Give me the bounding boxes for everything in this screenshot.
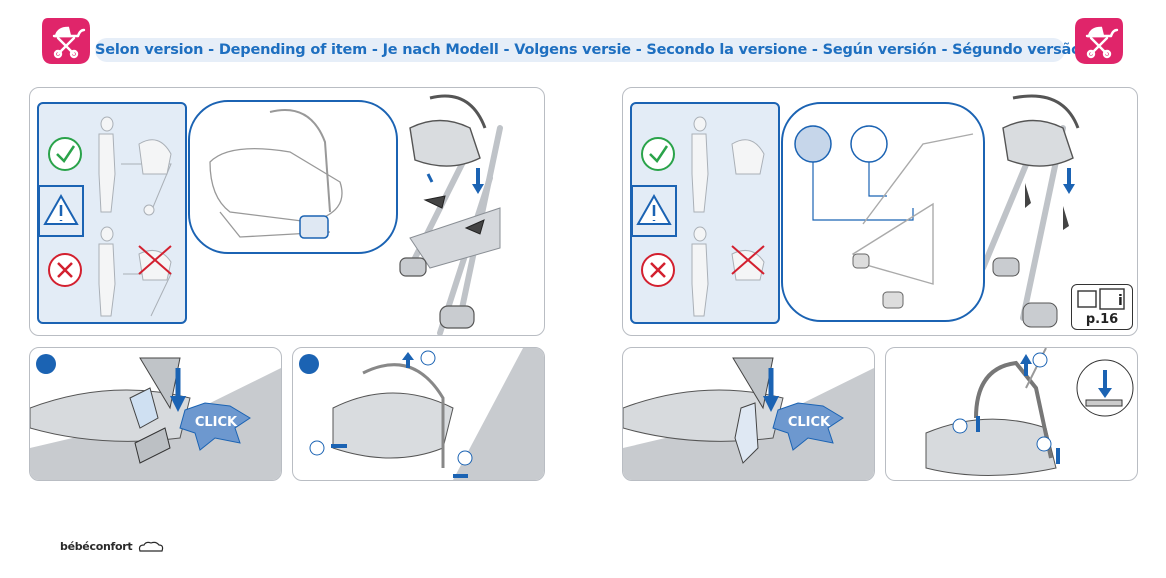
- panel-left-step1: CLICK: [29, 347, 282, 481]
- header-bar: [95, 38, 1065, 62]
- click-label-right: CLICK: [788, 415, 831, 430]
- step-2-marker: [299, 354, 319, 374]
- checkmark-icon: [48, 137, 82, 171]
- brand-badge-left: [40, 14, 92, 66]
- click-label: CLICK: [195, 415, 238, 430]
- zoom-bubble-right: [781, 102, 985, 322]
- panel-right-step1: CLICK: [622, 347, 875, 481]
- panel-left-overview: [29, 87, 545, 336]
- zoom-bubble: [188, 100, 398, 254]
- page-reference-box: i p.16: [1071, 284, 1133, 330]
- step-1-marker: [36, 354, 56, 374]
- usage-legend: [37, 102, 187, 324]
- brand-logo: bébéconfort: [60, 539, 166, 555]
- info-icon: i: [1118, 293, 1123, 309]
- versions-caption: Selon version - Depending of item - Je n…: [95, 42, 1081, 58]
- panel-left-step2: [292, 347, 545, 481]
- panel-right-step2: [885, 347, 1138, 481]
- usage-legend-right: [630, 102, 780, 324]
- panel-right-overview: [622, 87, 1138, 336]
- checkmark-icon: [641, 137, 675, 171]
- stroller-illustration: [399, 94, 503, 335]
- page-reference-label: p.16: [1085, 312, 1119, 327]
- brand-badge-right: [1073, 14, 1125, 66]
